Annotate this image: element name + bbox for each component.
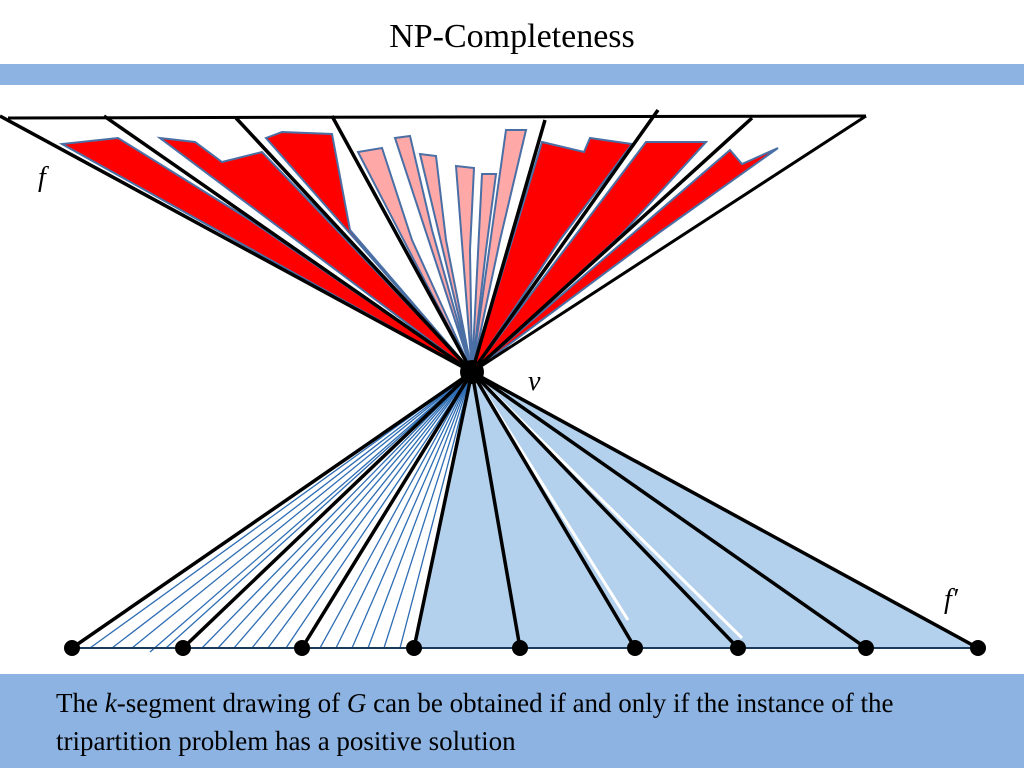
red-wedge-6 [471,147,779,373]
upper-fan [0,108,867,374]
red-wedge-4 [471,136,634,373]
label-f-prime: f′ [944,584,959,615]
lower-vertices [64,640,986,656]
title-underline-band [0,64,1024,85]
caption-text: The k-segment drawing of G can be obtain… [56,688,894,756]
upper-top-edge [7,114,867,120]
lower-hatch-lines [89,371,473,653]
caption-band [0,674,1024,768]
caption-G: G [346,688,367,718]
vertex-v [460,360,484,384]
lower-segments [71,370,979,650]
lower-fan [64,370,986,656]
slide-title: NP-Completeness [389,18,635,55]
pink-bar-3 [418,152,473,373]
pink-bar-5 [471,173,498,373]
label-v: v [528,366,541,397]
pink-bar-1 [356,146,473,373]
upper-right-edge [471,114,867,374]
pink-bar-2 [393,134,473,373]
label-f: f [38,162,49,193]
upper-segments [0,108,754,374]
red-wedge-2 [156,136,473,373]
red-wedge-3 [264,130,473,373]
pink-bar-6 [471,129,528,373]
pink-bar-4 [454,164,476,373]
caption-k: k [104,688,117,718]
lower-blue-region [414,372,978,648]
